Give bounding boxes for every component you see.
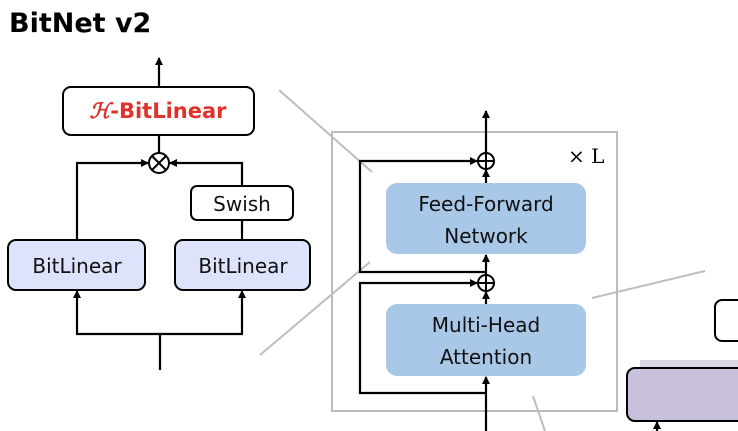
bitlinear-left-label: BitLinear: [32, 254, 122, 278]
ffn-label-line2: Network: [444, 224, 528, 248]
ffn-label-line1: Feed-Forward: [418, 192, 553, 216]
repeat-frame: [331, 131, 618, 412]
swish-label: Swish: [213, 192, 271, 216]
partial-box: [714, 299, 738, 342]
repeat-label: × L: [568, 144, 604, 168]
left-branch-arrow: [75, 159, 149, 240]
partial-purple-box: [626, 367, 738, 422]
residual-mha: [358, 279, 486, 395]
h-bitlinear-label: ℋ-BitLinear: [89, 98, 227, 123]
partial-stack-shadow: [640, 360, 738, 370]
diagram-title: BitNet v2: [9, 8, 151, 39]
connector-line: [259, 261, 371, 356]
transformer-block: × L Feed-Forward Network Multi-Head Atte…: [331, 110, 618, 431]
connector-line: [278, 89, 373, 173]
connector-line: [532, 395, 546, 431]
ffn-box: [386, 183, 586, 254]
right-branch-arrow: [169, 159, 244, 186]
glu-block: ℋ-BitLinear Swish BitLinear BitLinear: [7, 57, 311, 370]
mha-label-line2: Attention: [440, 345, 532, 369]
bitlinear-right-label: BitLinear: [198, 254, 288, 278]
mha-box: [386, 304, 586, 376]
residual-ffn: [358, 157, 486, 274]
connector-line: [591, 270, 706, 299]
mha-label-line1: Multi-Head: [432, 313, 540, 337]
